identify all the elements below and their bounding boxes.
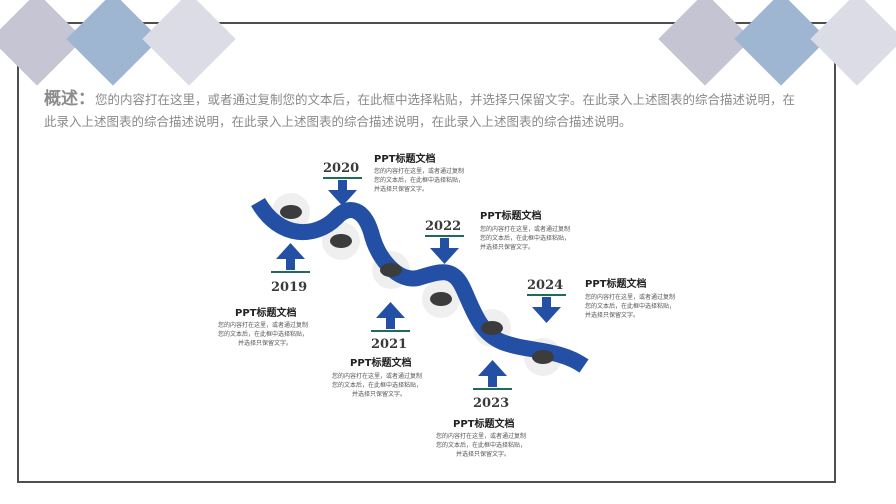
arrow-2019	[271, 243, 310, 273]
stop-marker	[481, 321, 503, 335]
milestone-title: PPT标题文档	[350, 358, 412, 369]
milestone-title: PPT标题文档	[585, 279, 647, 290]
milestone-text: 您的内容打在这里，或者通过复制您的文本后，在此框中选择粘贴，并选择只保留文字。	[374, 168, 465, 193]
milestone-text: 您的内容打在这里，或者通过复制您的文本后，在此框中选择粘贴，并选择只保留文字。	[480, 226, 571, 251]
year-label: 2023	[473, 396, 510, 411]
year-label: 2024	[527, 278, 564, 293]
milestone-text: 您的内容打在这里，或者通过复制您的文本后，在此框中选择粘贴，并选择只保留文字。	[332, 373, 423, 398]
milestone-title: PPT标题文档	[374, 154, 436, 165]
year-label: 2020	[323, 161, 360, 176]
milestone-text: 您的内容打在这里，或者通过复制您的文本后，在此框中选择粘贴，并选择只保留文字。	[585, 294, 676, 319]
summary-body: 您的内容打在这里，或者通过复制您的文本后，在此框中选择粘贴，并选择只保留文字。在…	[44, 92, 796, 129]
arrow-2024	[527, 294, 566, 323]
milestone-title: PPT标题文档	[453, 419, 515, 430]
slide-frame	[17, 22, 836, 483]
summary-lead: 概述：	[44, 89, 95, 109]
stop-marker	[532, 350, 554, 364]
milestone-title: PPT标题文档	[480, 211, 542, 222]
arrow-2020	[323, 177, 362, 206]
milestone-text: 您的内容打在这里，或者通过复制您的文本后，在此框中选择粘贴，并选择只保留文字。	[436, 433, 527, 458]
milestone-title: PPT标题文档	[235, 308, 297, 319]
stop-marker	[430, 292, 452, 306]
stop-marker	[330, 234, 352, 248]
arrow-2021	[371, 302, 410, 332]
stop-marker	[280, 205, 302, 219]
year-label: 2021	[371, 337, 408, 352]
year-label: 2022	[425, 219, 462, 234]
stop-marker	[380, 263, 402, 277]
summary-text: 概述：您的内容打在这里，或者通过复制您的文本后，在此框中选择粘贴，并选择只保留文…	[44, 88, 804, 133]
year-label: 2019	[271, 280, 308, 295]
arrow-2022	[425, 235, 464, 264]
milestone-text: 您的内容打在这里，或者通过复制您的文本后，在此框中选择粘贴，并选择只保留文字。	[218, 322, 309, 347]
arrow-2023	[473, 360, 512, 390]
road-path	[251, 197, 589, 373]
